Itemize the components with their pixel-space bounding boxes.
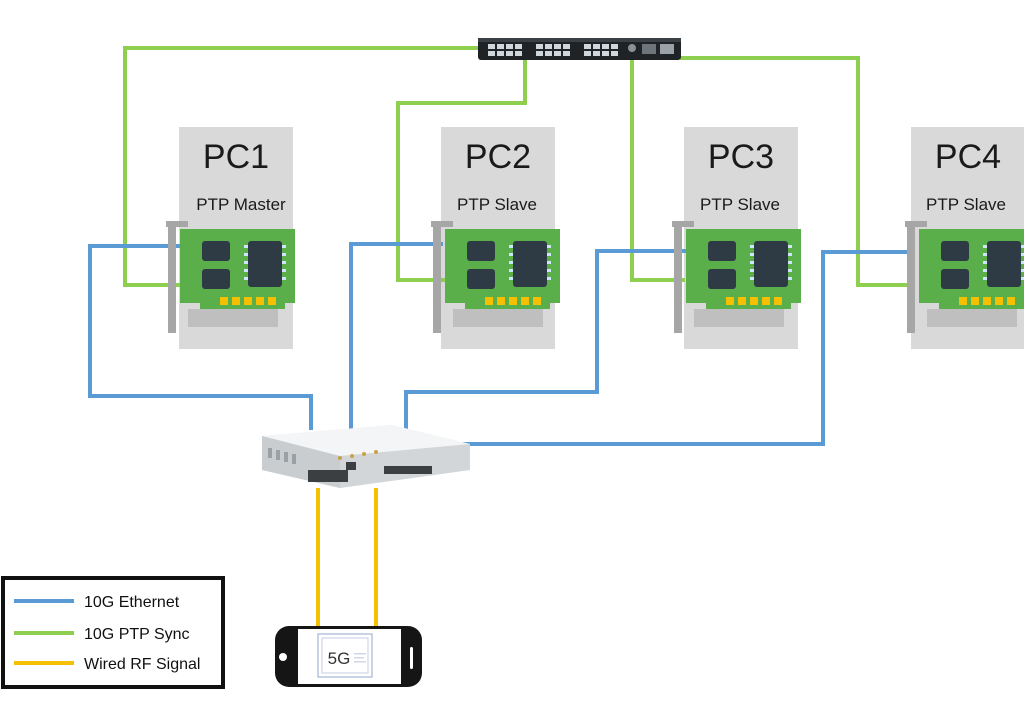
legend-label-ethernet: 10G Ethernet xyxy=(84,594,180,611)
pc4-title: PC4 xyxy=(935,138,1001,176)
legend-label-rf: Wired RF Signal xyxy=(84,656,200,673)
eth-link-pc2 xyxy=(349,242,443,430)
ptp-link-pc4 xyxy=(680,56,914,287)
ethernet-links xyxy=(88,242,913,446)
pc2-title: PC2 xyxy=(465,138,531,176)
phone-icon: 5G xyxy=(275,626,422,687)
ptp-link-pc2 xyxy=(396,60,527,282)
rf-links xyxy=(316,488,378,630)
radio-unit-icon xyxy=(262,425,470,488)
pc1-title: PC1 xyxy=(203,138,269,176)
legend-label-ptp: 10G PTP Sync xyxy=(84,626,190,643)
eth-link-pc1 xyxy=(88,244,313,430)
pc3-role: PTP Slave xyxy=(700,195,780,214)
ptp-sync-links xyxy=(123,46,914,287)
legend: 10G Ethernet 10G PTP Sync Wired RF Signa… xyxy=(1,576,225,689)
ptp-link-pc1 xyxy=(123,46,478,287)
pc2-role: PTP Slave xyxy=(457,195,537,214)
pc1-role: PTP Master xyxy=(196,195,286,214)
pc4-role: PTP Slave xyxy=(926,195,1006,214)
eth-link-pc3 xyxy=(404,249,686,430)
pc3-title: PC3 xyxy=(708,138,774,176)
ptp-switch-icon xyxy=(478,38,681,60)
ptp-link-pc3 xyxy=(630,60,685,282)
eth-link-pc4 xyxy=(463,250,913,446)
phone-5g-label: 5G xyxy=(328,649,351,668)
